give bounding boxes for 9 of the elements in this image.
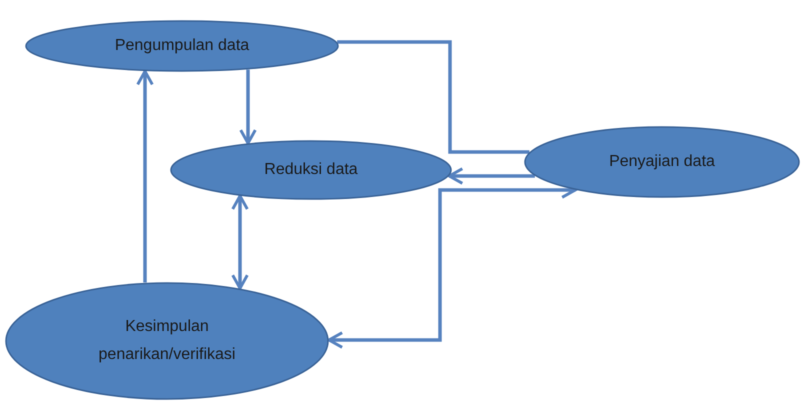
arrow	[239, 70, 257, 145]
node-label: Reduksi data	[264, 160, 358, 180]
arrow	[448, 167, 535, 185]
node-label: Penyajian data	[609, 152, 715, 172]
node-label: Kesimpulan penarikan/verifikasi	[98, 317, 236, 365]
node-label: Pengumpulan data	[114, 36, 250, 56]
connector-line	[337, 40, 530, 154]
arrow	[231, 194, 249, 290]
arrow	[136, 70, 154, 282]
